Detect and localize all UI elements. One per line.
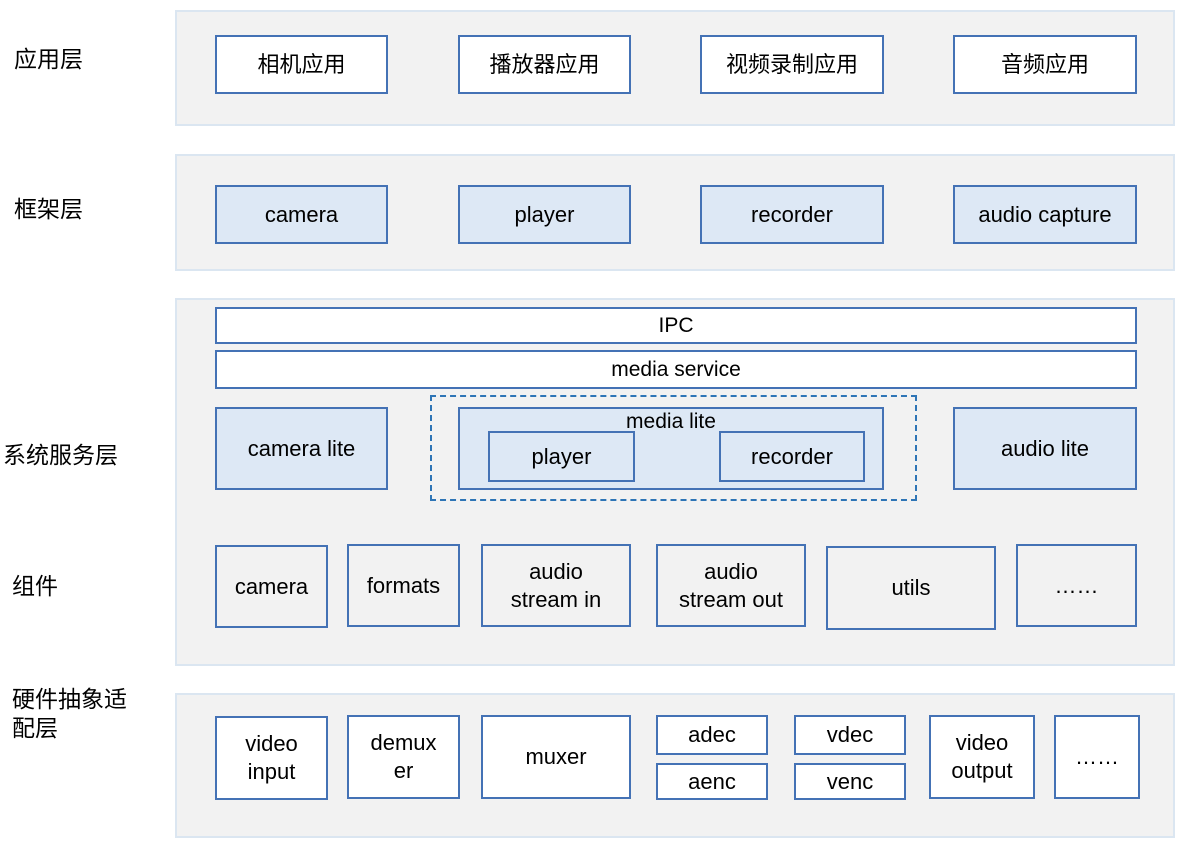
media-lite-group-outline: [430, 395, 917, 501]
hal-video-input: video input: [215, 716, 328, 800]
camera-lite: camera lite: [215, 407, 388, 490]
label-app-layer: 应用层: [14, 46, 83, 72]
component-formats: formats: [347, 544, 460, 627]
ipc-bar: IPC: [215, 307, 1137, 344]
audio-lite: audio lite: [953, 407, 1137, 490]
hal-adec: adec: [656, 715, 768, 755]
hal-venc: venc: [794, 763, 906, 800]
app-camera: 相机应用: [215, 35, 388, 94]
component-more: ……: [1016, 544, 1137, 627]
hal-demuxer: demux er: [347, 715, 460, 799]
framework-player: player: [458, 185, 631, 244]
component-audio-stream-out: audio stream out: [656, 544, 806, 627]
hal-muxer: muxer: [481, 715, 631, 799]
framework-camera: camera: [215, 185, 388, 244]
label-system-service-layer: 系统服务层: [3, 442, 118, 468]
hal-video-output: video output: [929, 715, 1035, 799]
framework-recorder: recorder: [700, 185, 884, 244]
media-lite-recorder: recorder: [719, 431, 865, 482]
app-player: 播放器应用: [458, 35, 631, 94]
app-video-recorder: 视频录制应用: [700, 35, 884, 94]
framework-audio-capture: audio capture: [953, 185, 1137, 244]
label-hal-layer: 硬件抽象适 配层: [12, 686, 127, 741]
label-framework-layer: 框架层: [14, 196, 83, 222]
component-utils: utils: [826, 546, 996, 630]
hal-more: ……: [1054, 715, 1140, 799]
media-lite-title: media lite: [626, 410, 716, 433]
component-camera: camera: [215, 545, 328, 628]
media-lite-player: player: [488, 431, 635, 482]
app-audio: 音频应用: [953, 35, 1137, 94]
component-audio-stream-in: audio stream in: [481, 544, 631, 627]
label-components: 组件: [12, 573, 58, 599]
hal-vdec: vdec: [794, 715, 906, 755]
media-service-bar: media service: [215, 350, 1137, 389]
hal-aenc: aenc: [656, 763, 768, 800]
